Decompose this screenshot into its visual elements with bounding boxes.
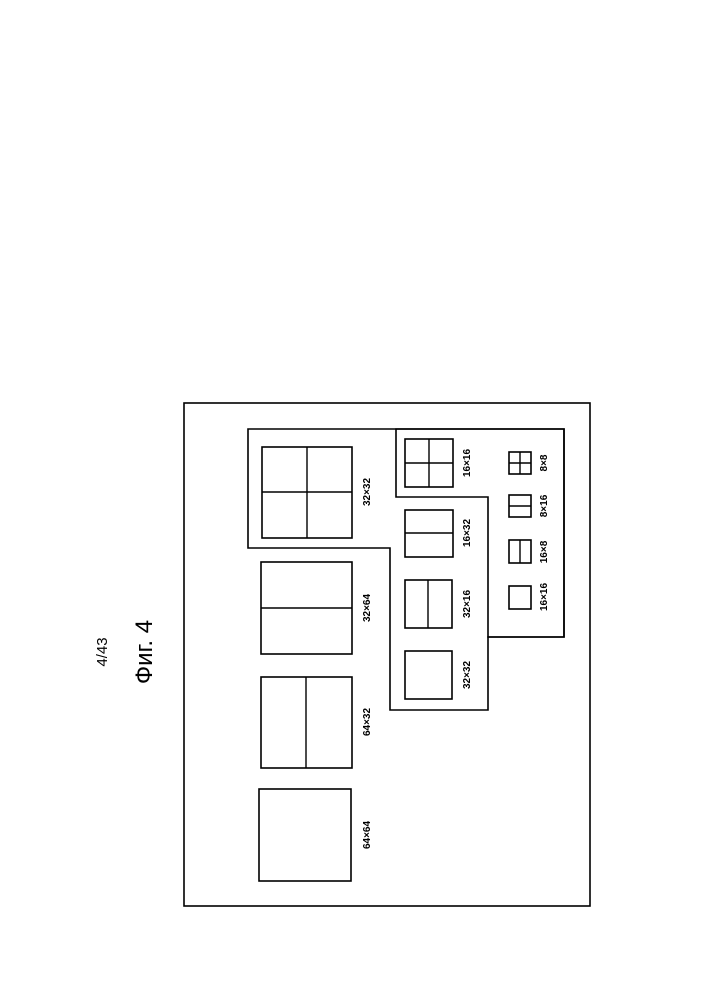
block-16x16-sub (509, 586, 531, 609)
label-16x8: 16×8 (539, 540, 550, 563)
label-16x16-sub: 16×16 (539, 583, 550, 612)
label-64x32: 64×32 (362, 708, 373, 737)
label-32x64: 32×64 (362, 594, 373, 623)
label-32x32-quad: 32×32 (362, 478, 373, 507)
block-32x32-sub (405, 651, 452, 699)
block-64x64 (259, 789, 351, 881)
group-boundary-32x32 (248, 429, 564, 710)
page-number: 4/43 (94, 637, 111, 666)
label-16x32: 16×32 (462, 519, 473, 548)
figure-title: Фиг. 4 (131, 620, 158, 684)
label-8x16: 8×16 (539, 494, 550, 517)
outer-frame (184, 403, 590, 906)
label-64x64: 64×64 (362, 821, 373, 850)
label-32x32-sub: 32×32 (462, 661, 473, 690)
label-16x16-quad: 16×16 (462, 449, 473, 478)
label-32x16: 32×16 (462, 590, 473, 619)
label-8x8: 8×8 (539, 454, 550, 471)
